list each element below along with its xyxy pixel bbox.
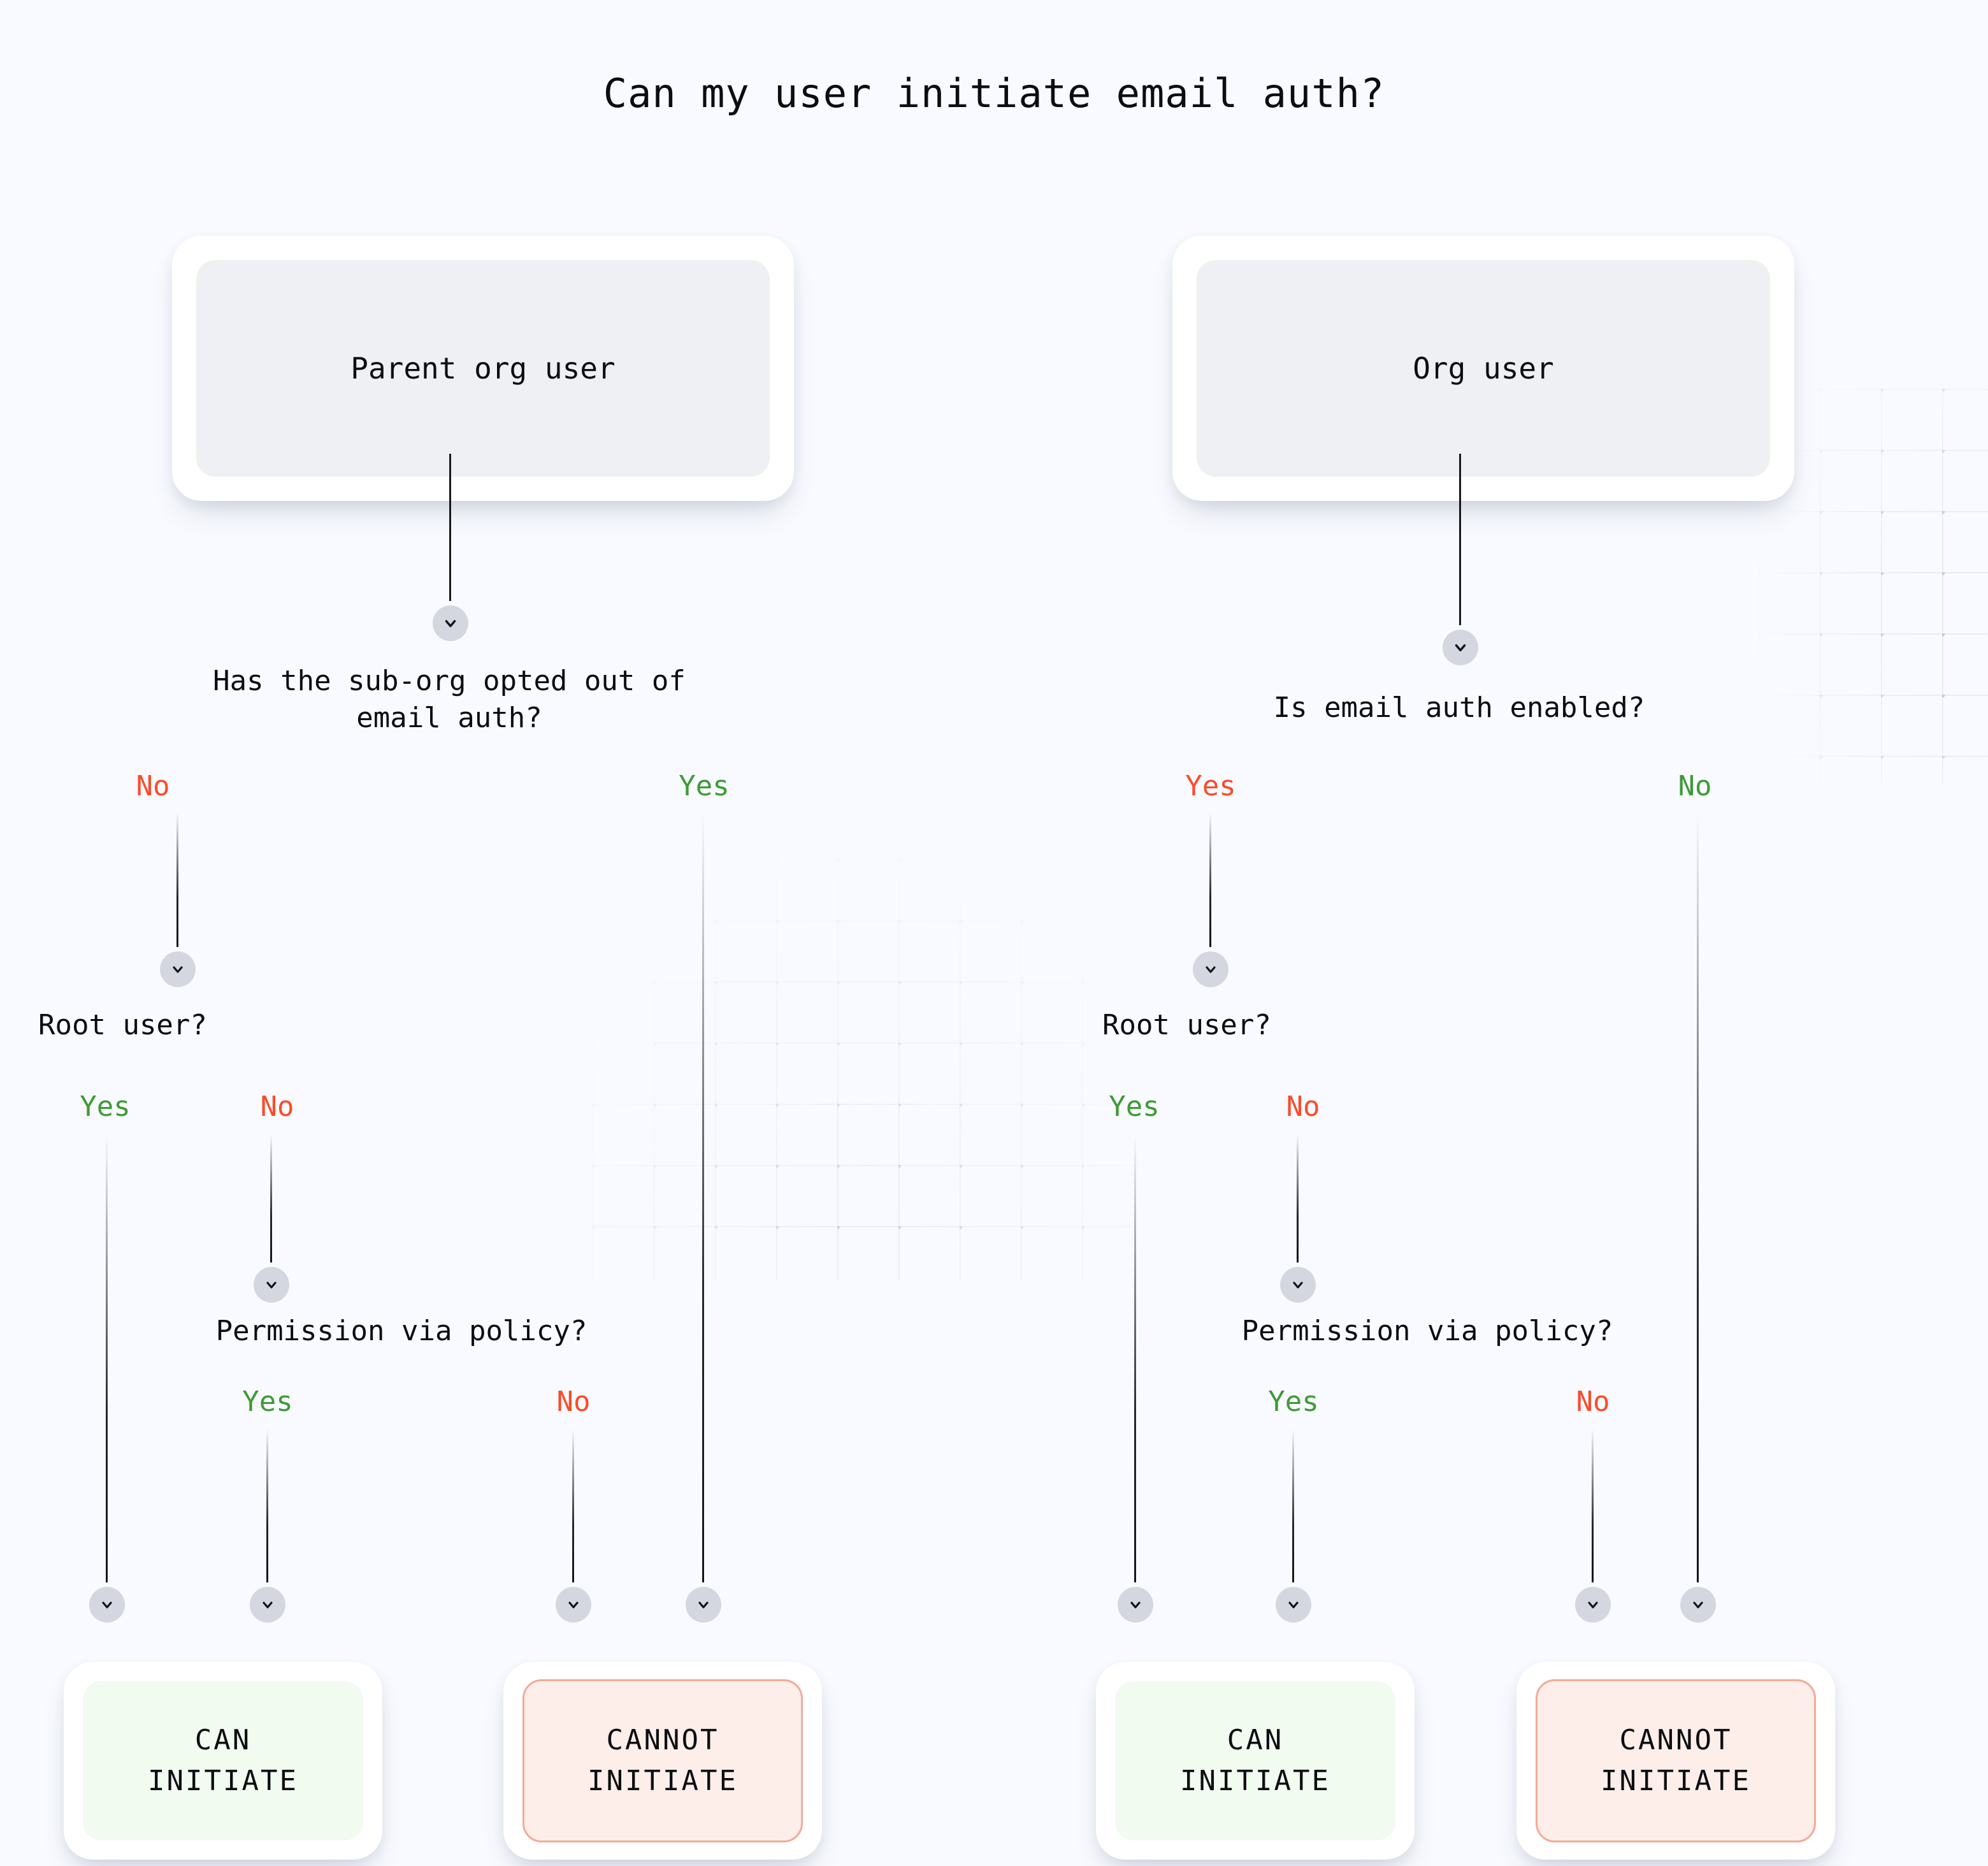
outcome-can-initiate-left[interactable]: CAN INITIATE bbox=[64, 1662, 382, 1860]
branch-label-q1-yes-right: Yes bbox=[1185, 770, 1236, 802]
outcome-label: CANNOT INITIATE bbox=[1536, 1679, 1816, 1842]
chevron-down-icon[interactable] bbox=[1118, 1587, 1153, 1623]
page-title: Can my user initiate email auth? bbox=[603, 70, 1385, 117]
outcome-cannot-initiate-right[interactable]: CANNOT INITIATE bbox=[1516, 1662, 1835, 1860]
edge-parent-to-q1 bbox=[449, 454, 451, 604]
chevron-down-icon[interactable] bbox=[1276, 1587, 1311, 1623]
node-parent-org-user[interactable]: Parent org user bbox=[172, 236, 794, 501]
branch-label-q2-yes-right: Yes bbox=[1109, 1090, 1160, 1123]
branch-label-q1-no: No bbox=[136, 770, 170, 802]
chevron-down-icon[interactable] bbox=[686, 1587, 721, 1623]
chevron-down-icon[interactable] bbox=[1280, 1267, 1316, 1303]
branch-label-q2-no-right: No bbox=[1286, 1090, 1320, 1123]
edge-q3-yes-to-can-left bbox=[266, 1429, 268, 1584]
edge-q2-no-to-q3-right bbox=[1297, 1134, 1299, 1265]
chevron-down-icon[interactable] bbox=[160, 951, 196, 987]
edge-q3-no-to-cannot-left bbox=[572, 1429, 574, 1584]
chevron-down-icon[interactable] bbox=[556, 1587, 591, 1623]
node-label: Org user bbox=[1197, 260, 1770, 477]
grid-dots bbox=[593, 676, 1141, 1281]
branch-label-q3-yes-right: Yes bbox=[1268, 1385, 1319, 1418]
branch-label-q3-no-left: No bbox=[556, 1385, 591, 1418]
edge-q1-yes-to-cannot bbox=[702, 813, 704, 1584]
node-org-user[interactable]: Org user bbox=[1172, 236, 1794, 501]
edge-org-to-q1 bbox=[1459, 454, 1461, 629]
outcome-label: CAN INITIATE bbox=[83, 1681, 363, 1841]
edge-q2-yes-to-can-left bbox=[106, 1134, 108, 1584]
branch-label-q1-no-right: No bbox=[1678, 770, 1712, 802]
question-root-user-right: Root user? bbox=[1102, 1009, 1271, 1041]
background-grid-center bbox=[593, 676, 1141, 1281]
chevron-down-icon[interactable] bbox=[1193, 951, 1228, 987]
edge-q2-no-to-q3-left bbox=[270, 1134, 272, 1265]
chevron-down-icon[interactable] bbox=[433, 605, 468, 641]
branch-label-q2-no-left: No bbox=[260, 1090, 294, 1123]
grid-lines bbox=[593, 676, 1141, 1281]
outcome-cannot-initiate-left[interactable]: CANNOT INITIATE bbox=[503, 1662, 822, 1860]
edge-q1-no-to-q2 bbox=[176, 813, 178, 950]
question-permission-policy-left: Permission via policy? bbox=[215, 1315, 587, 1347]
question-sub-org-opted-out: Has the sub-org opted out of email auth? bbox=[213, 665, 686, 735]
edge-q1-yes-to-q2-right bbox=[1209, 813, 1211, 950]
question-permission-policy-right: Permission via policy? bbox=[1241, 1315, 1613, 1347]
branch-label-q3-no-right: No bbox=[1576, 1385, 1610, 1418]
outcome-label: CAN INITIATE bbox=[1115, 1681, 1395, 1841]
node-label: Parent org user bbox=[196, 260, 770, 477]
edge-q3-yes-to-can-right bbox=[1292, 1429, 1294, 1584]
question-email-auth-enabled: Is email auth enabled? bbox=[1273, 691, 1645, 724]
question-root-user-left: Root user? bbox=[38, 1009, 207, 1041]
branch-label-q1-yes: Yes bbox=[679, 770, 730, 802]
chevron-down-icon[interactable] bbox=[89, 1587, 125, 1623]
chevron-down-icon[interactable] bbox=[254, 1267, 289, 1303]
outcome-label: CANNOT INITIATE bbox=[522, 1679, 803, 1842]
edge-q1-no-to-cannot-right bbox=[1697, 813, 1699, 1584]
chevron-down-icon[interactable] bbox=[1680, 1587, 1716, 1623]
chevron-down-icon[interactable] bbox=[1575, 1587, 1611, 1623]
branch-label-q3-yes-left: Yes bbox=[242, 1385, 293, 1418]
outcome-can-initiate-right[interactable]: CAN INITIATE bbox=[1096, 1662, 1415, 1860]
edge-q3-no-to-cannot-right bbox=[1592, 1429, 1594, 1584]
chevron-down-icon[interactable] bbox=[1443, 630, 1478, 665]
edge-q2-yes-to-can-right bbox=[1134, 1134, 1136, 1584]
branch-label-q2-yes-left: Yes bbox=[80, 1090, 131, 1123]
chevron-down-icon[interactable] bbox=[250, 1587, 285, 1623]
